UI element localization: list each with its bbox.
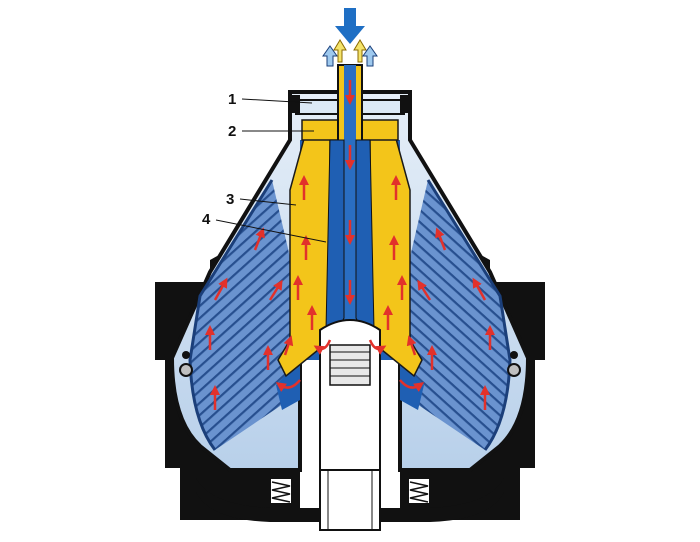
spindle bbox=[319, 319, 381, 531]
up-arrow-icon bbox=[322, 45, 338, 67]
callout-4: 4 bbox=[202, 211, 327, 243]
feed-inlet-arrow bbox=[335, 8, 365, 44]
callout-number: 4 bbox=[202, 211, 211, 228]
callout-2: 2 bbox=[228, 123, 314, 140]
flow-arrows bbox=[205, 80, 495, 410]
spring-right bbox=[407, 477, 431, 505]
up-arrow-icon bbox=[362, 45, 378, 67]
callout-1: 1 bbox=[228, 91, 313, 108]
disc-stack-left bbox=[190, 180, 300, 450]
callout-3: 3 bbox=[226, 191, 297, 208]
seal-left bbox=[179, 363, 193, 377]
disc-stack-right bbox=[400, 180, 510, 450]
up-arrow-icon bbox=[353, 39, 367, 63]
callout-number: 3 bbox=[226, 191, 234, 208]
callout-number: 2 bbox=[228, 123, 236, 140]
seal-right bbox=[507, 363, 521, 377]
spring-left bbox=[269, 477, 293, 505]
callout-number: 1 bbox=[228, 91, 236, 108]
up-arrow-icon bbox=[333, 39, 347, 63]
outlet-arrows bbox=[322, 39, 378, 67]
